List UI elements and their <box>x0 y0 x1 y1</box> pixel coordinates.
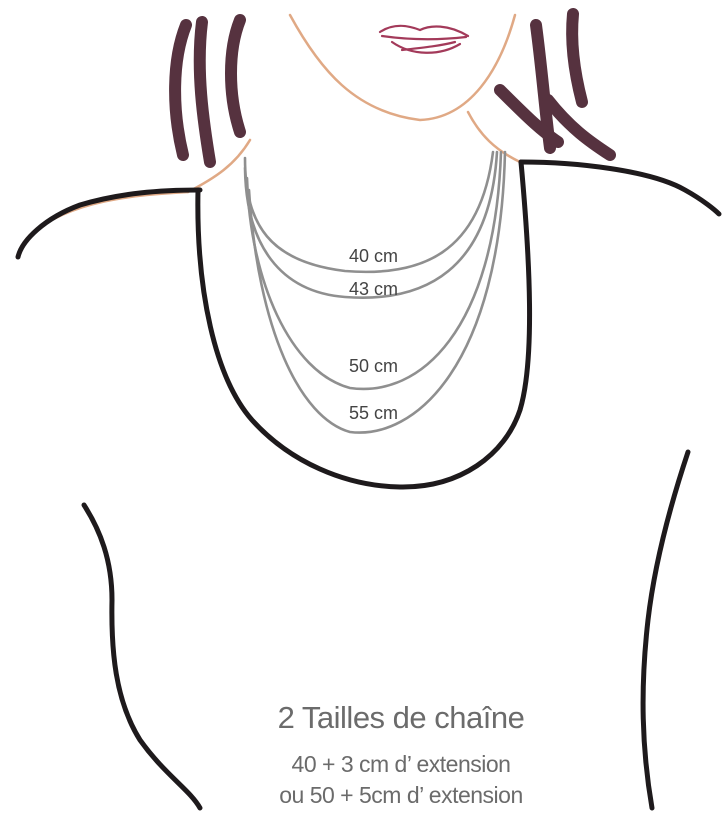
neck-right <box>468 112 520 162</box>
arm-right <box>643 452 688 808</box>
chain-43 <box>245 152 497 298</box>
hair-strand <box>231 20 240 132</box>
hair-strand <box>200 22 210 162</box>
hair-strand <box>572 14 582 102</box>
arm-left <box>84 505 200 808</box>
shoulder-left <box>18 190 200 257</box>
caption-line-1: 40 + 3 cm d’ extension <box>226 751 576 778</box>
hair-strands <box>175 14 610 162</box>
chain-label-55: 55 cm <box>349 403 398 423</box>
chain-label-43: 43 cm <box>349 279 398 299</box>
chain-label-40: 40 cm <box>349 246 398 266</box>
jaw-line <box>290 15 515 120</box>
caption-title: 2 Tailles de chaîne <box>226 700 576 736</box>
caption-line-2: ou 50 + 5cm d’ extension <box>226 782 576 809</box>
shoulder-right <box>521 162 719 214</box>
neckline <box>198 162 530 487</box>
lips <box>380 26 468 53</box>
neck-left <box>188 140 250 192</box>
lip-line <box>382 36 466 39</box>
hair-strand <box>175 25 186 155</box>
upper-lip <box>380 26 468 36</box>
chain-label-50: 50 cm <box>349 356 398 376</box>
